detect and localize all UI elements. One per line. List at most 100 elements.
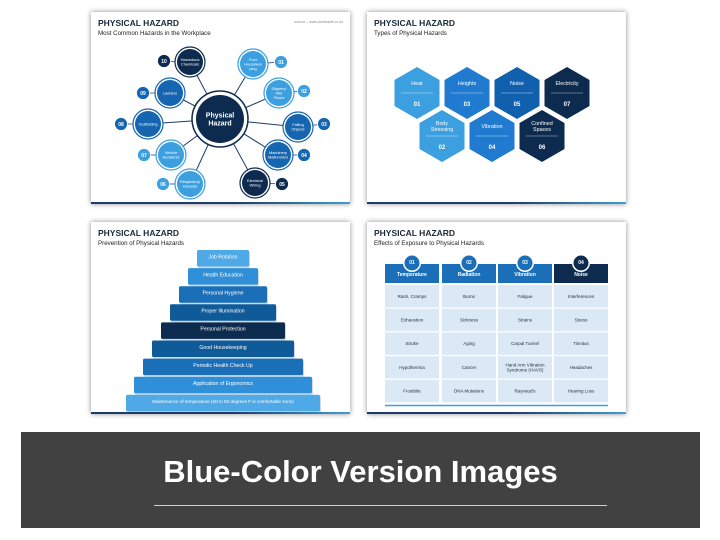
column-title: Temperature	[397, 272, 427, 278]
slide-prevention[interactable]: PHYSICAL HAZARD Prevention of Physical H…	[91, 222, 350, 414]
label-line: Spaces	[533, 127, 551, 133]
label-line: Hazards	[183, 184, 198, 189]
label-line: Stroke	[405, 341, 419, 346]
label-line: 10	[161, 59, 167, 65]
hub-circle	[196, 95, 244, 143]
label-line: Noise	[510, 81, 524, 87]
column-title: Noise	[574, 272, 588, 278]
slide-workplace-hazards[interactable]: PHYSICAL HAZARD Most Common Hazards in t…	[91, 12, 350, 204]
slide-effects-of-exposure[interactable]: PHYSICAL HAZARD Effects of Exposure to P…	[367, 222, 626, 414]
step-label: Personal Protection	[200, 327, 245, 333]
cell-text: Tinnitus	[573, 341, 589, 346]
table-cell	[442, 308, 496, 332]
cell-text: Interferences	[568, 294, 595, 299]
column-header	[498, 264, 552, 283]
hex-number: 02	[439, 145, 446, 151]
table-cell	[498, 356, 552, 379]
column-header	[442, 264, 496, 283]
banner-underline	[154, 505, 607, 506]
column-title: Vibration	[514, 272, 536, 278]
hazard-label: Ladders	[163, 90, 177, 95]
hex-label: Heat	[411, 81, 423, 87]
label-line: Burns	[463, 294, 476, 299]
number-badge	[137, 148, 151, 162]
slide-title: PHYSICAL HAZARD	[374, 228, 456, 238]
slide-subtitle: Types of Physical Hazards	[374, 30, 447, 37]
table-cell	[385, 285, 439, 308]
footer-bar	[91, 201, 350, 204]
table-cell	[554, 356, 608, 379]
column-number: 03	[522, 260, 528, 266]
label-line: Objects	[291, 127, 304, 132]
label-line: Hearing Loss	[568, 389, 595, 394]
badge-number: 01	[278, 60, 284, 66]
label-line: Falling	[292, 122, 303, 127]
header-tab	[573, 255, 589, 271]
label-line: 09	[140, 91, 146, 97]
header-tab	[517, 255, 533, 271]
table-cell	[498, 379, 552, 403]
label-line: Frostbite	[403, 389, 421, 394]
label-line: 01	[414, 102, 421, 108]
hazard-circle	[266, 80, 292, 106]
table-cell	[498, 332, 552, 355]
table-cell	[442, 285, 496, 308]
cell-text: Sickness	[460, 318, 479, 323]
label-line: Malfunction	[268, 155, 288, 160]
label-line: Machinery	[269, 150, 287, 155]
label-line: ping	[249, 66, 256, 71]
label-line: Interferences	[568, 294, 595, 299]
label-line: 04	[301, 153, 307, 159]
cell-text: Aging	[463, 341, 475, 346]
hex-label: Vibration	[481, 124, 502, 130]
table-cell	[554, 308, 608, 332]
label-line: Housekee	[244, 61, 262, 66]
column-number: 02	[466, 260, 472, 266]
step-label: Application of Ergonomics	[193, 381, 253, 387]
label-line: Vibration	[481, 124, 502, 130]
label-line: 06	[539, 145, 546, 151]
slide-subtitle: Prevention of Physical Hazards	[98, 240, 184, 247]
label-line: Rash, Cramps	[398, 294, 428, 299]
label-line: Exhaustion	[401, 318, 424, 323]
pyramid-step	[170, 304, 276, 321]
cell-text: Stress	[575, 318, 589, 323]
number-badge	[275, 177, 289, 191]
pyramid-step	[197, 250, 249, 267]
step-label: Health Education	[203, 272, 243, 278]
slide-types-of-hazards[interactable]: PHYSICAL HAZARD Types of Physical Hazard…	[367, 12, 626, 204]
label-line: Syndrome (HAVS)	[507, 368, 544, 373]
label-line: 08	[118, 122, 124, 128]
badge-number: 07	[141, 153, 147, 159]
hex-number: 01	[414, 102, 421, 108]
hazard-circle	[177, 171, 203, 197]
column-number: 01	[409, 260, 415, 266]
number-badge	[297, 148, 311, 162]
label-line: Hazard	[208, 120, 231, 127]
label-line: Hypothermia	[399, 365, 425, 370]
label-line: Vehicle	[165, 150, 178, 155]
pyramid-step	[134, 376, 312, 394]
hex-label: Electricity	[555, 81, 578, 87]
table-cell	[385, 379, 439, 403]
badge-number: 03	[321, 122, 327, 128]
hazard-circle	[177, 49, 203, 75]
label-line: 07	[141, 153, 147, 159]
hazard-circle	[265, 142, 291, 168]
pyramid-step	[143, 358, 303, 376]
badge-number: 06	[160, 182, 166, 188]
source-note: source – www.medinsoft.co.uk	[294, 20, 343, 24]
label-line: 05	[279, 182, 285, 188]
label-line: DNA Mutations	[454, 389, 485, 394]
label-line: Electricity	[555, 81, 578, 87]
label-line: 06	[160, 182, 166, 188]
label-line: 03	[321, 122, 327, 128]
slide-subtitle: Most Common Hazards in the Workplace	[98, 30, 211, 37]
